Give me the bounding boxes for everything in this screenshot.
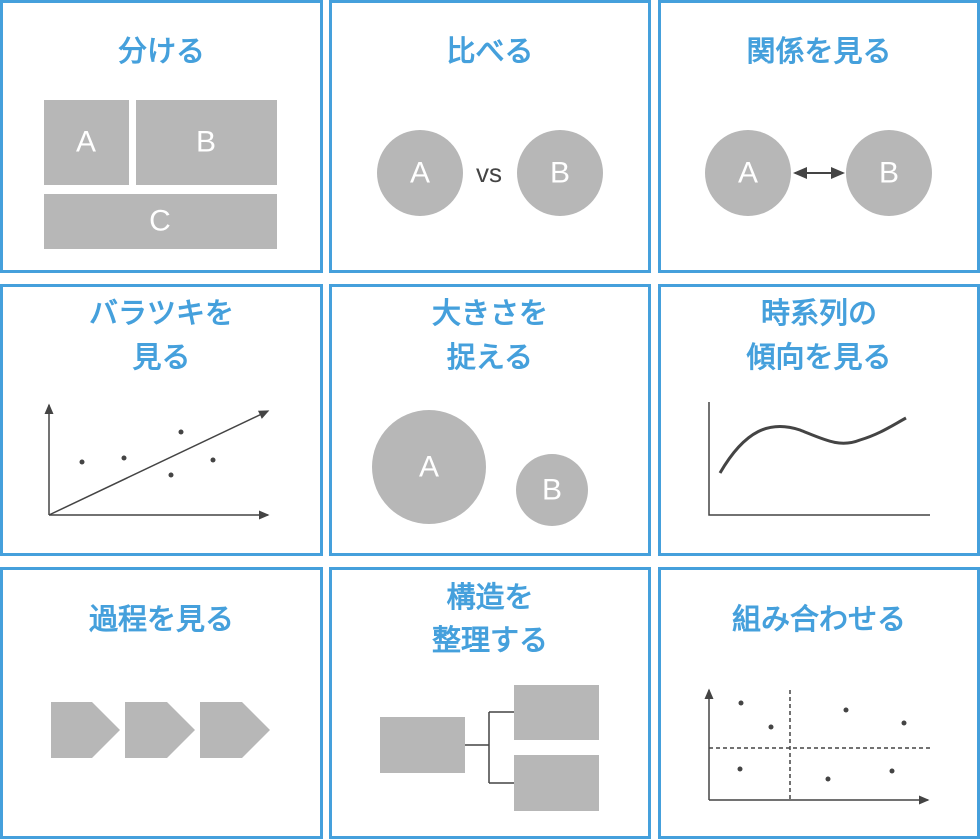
label-vs: vs [476,158,502,188]
cell-title: 傾向を見る [746,340,892,374]
cell-title: 大きさを [431,296,548,330]
circle-a [377,130,463,216]
cell-title: 捉える [446,340,534,374]
chevron-step [200,702,270,758]
line-chart [708,402,930,516]
circle-a-large [372,410,486,524]
scatter-points [79,429,216,478]
cell-title: 構造を [446,580,534,614]
cell-combine: 組み合わせる [658,567,980,839]
cell-title: 比べる [446,34,534,68]
label-b: B [542,474,562,507]
cell-title: 整理する [431,623,548,657]
cell-title: バラツキを [88,296,234,330]
label-b: B [196,126,216,159]
process-chevrons [51,702,270,758]
circle-b [517,130,603,216]
cell-title: 組み合わせる [731,602,906,636]
tree-structure [380,685,599,811]
label-a: A [738,157,758,190]
cell-compare: 比べる [329,0,651,273]
cell-relationship: 関係を見る [658,0,980,273]
cell-magnitude: 大きさを 捉える [329,284,651,556]
cell-title: 分ける [117,34,205,68]
label-b: B [550,157,570,190]
label-a: A [419,451,439,484]
quadrant-chart [704,688,930,805]
cell-title: 時系列の [760,296,877,330]
block-c [44,194,277,249]
label-a: A [410,157,430,190]
cell-title: 見る [132,340,191,374]
label-b: B [879,157,899,190]
circle-b-small [516,454,588,526]
cell-title: 過程を見る [88,602,234,636]
chevron-step [51,702,120,758]
circle-b [846,130,932,216]
cell-title: 関係を見る [746,34,892,68]
label-c: C [149,205,171,238]
quadrant-points [737,700,907,782]
circle-a [705,130,791,216]
block-a [44,100,129,185]
block-b [136,100,277,185]
label-a: A [76,126,96,159]
scatter-plot [44,403,270,520]
cell-time-series: 時系列の 傾向を見る [658,284,980,556]
chevron-step [125,702,195,758]
